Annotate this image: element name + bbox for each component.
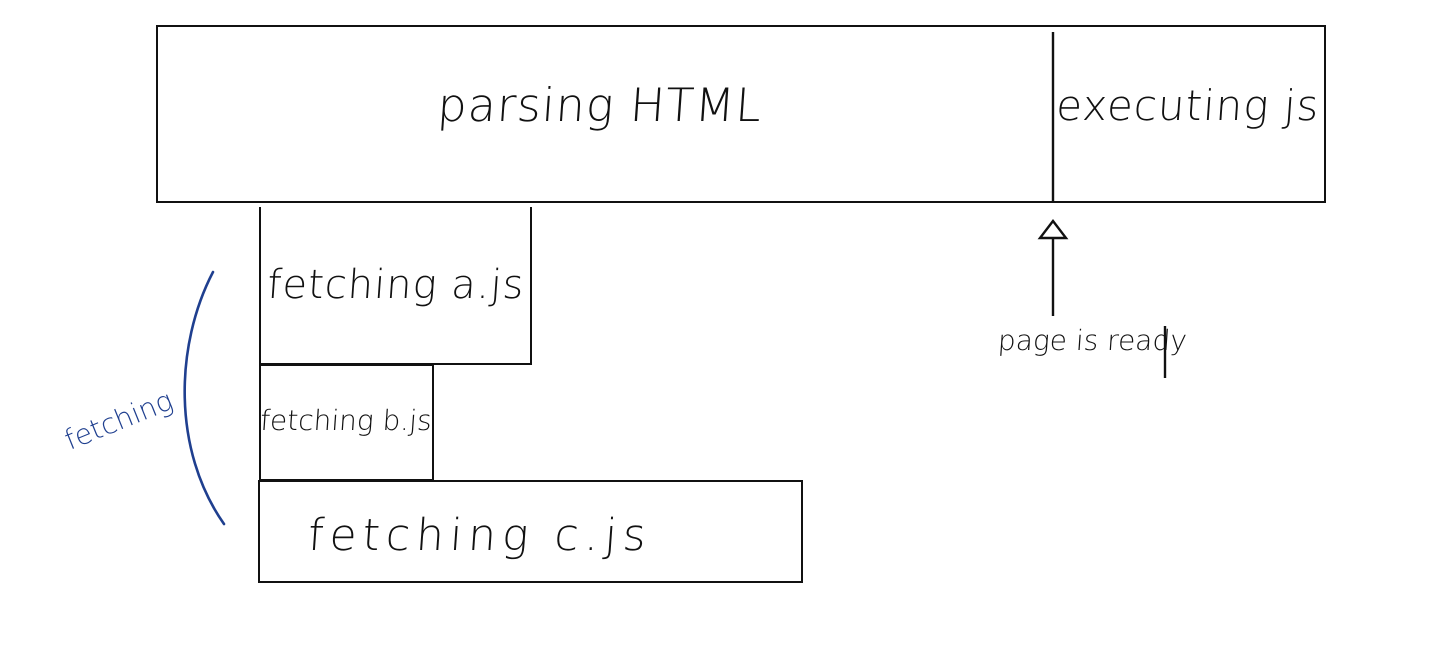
fetch-block-a-label: fetching a.js (265, 262, 527, 308)
fetch-block-c-label: fetching c.js (306, 509, 654, 561)
fetch-block-b-label: fetching b.js (259, 403, 433, 437)
side-note-line2: fetching (59, 383, 178, 457)
ready-arrow-head (1037, 219, 1069, 240)
main-bar (156, 25, 1326, 203)
parsing-html-label: parsing HTML (435, 78, 765, 132)
fetch-block-c (258, 480, 803, 583)
side-bracket (183, 270, 226, 526)
page-ready-label: page is ready (996, 323, 1189, 357)
executing-js-label: executing js (1054, 80, 1322, 130)
